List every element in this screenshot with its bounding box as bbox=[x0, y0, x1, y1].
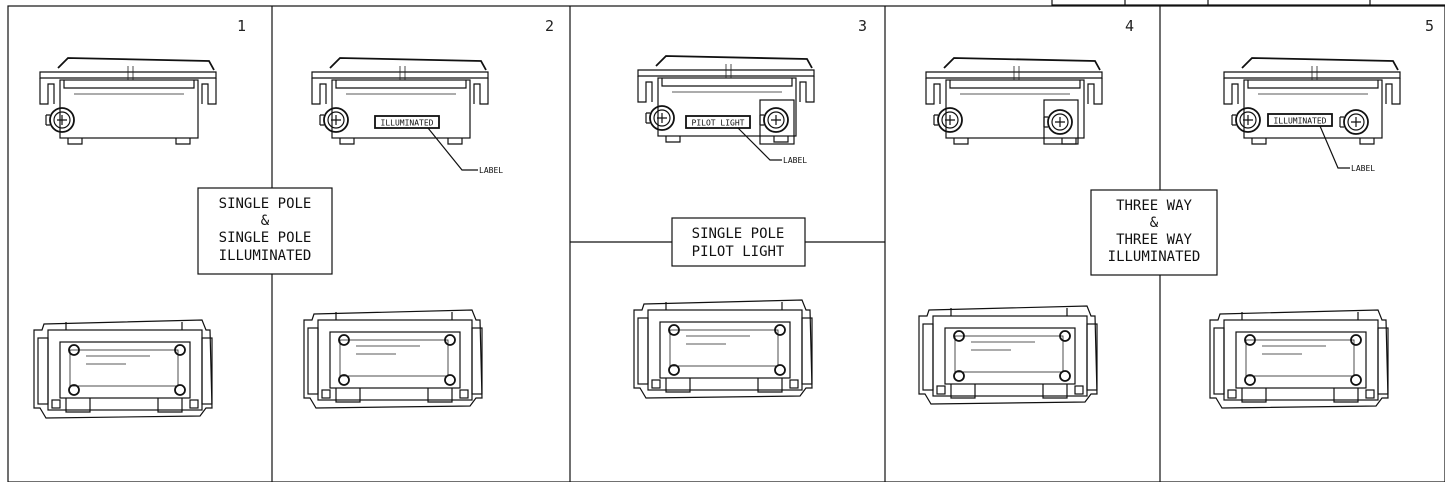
group-label-3-line-4: ILLUMINATED bbox=[1108, 249, 1201, 265]
panel-number-1: 1 bbox=[237, 17, 246, 35]
panel-2-label-callout: LABEL bbox=[479, 166, 503, 175]
panel-number-3: 3 bbox=[858, 17, 867, 35]
group-label-2-line-2: PILOT LIGHT bbox=[692, 244, 785, 260]
panel-5-label-callout: LABEL bbox=[1351, 164, 1375, 173]
panel-number-2: 2 bbox=[545, 17, 554, 35]
panel-5-front-view: ILLUMINATED LABEL bbox=[1223, 57, 1401, 173]
panel-number-4: 4 bbox=[1125, 17, 1134, 35]
panel-3-badge-text: PILOT LIGHT bbox=[692, 119, 745, 128]
panel-1-front-view bbox=[39, 57, 217, 145]
title-block-fragment bbox=[1051, 0, 1445, 6]
group-label-3-line-2: & bbox=[1150, 215, 1159, 231]
group-label-2-line-1: SINGLE POLE bbox=[692, 226, 785, 242]
panel-5-label-leader bbox=[1319, 125, 1350, 169]
panel-1-plan-view bbox=[33, 319, 213, 419]
panel-3-pilot-light-badge bbox=[685, 115, 751, 129]
panel-4-front-view bbox=[925, 57, 1103, 145]
panel-4-plan-view bbox=[918, 305, 1098, 405]
panel-3-front-view: PILOT LIGHT LABEL bbox=[637, 55, 815, 165]
group-label-3-line-1: THREE WAY bbox=[1116, 198, 1192, 214]
panel-2-illuminated-badge bbox=[374, 115, 440, 129]
panel-3-plan-view bbox=[633, 299, 813, 399]
group-label-3-line-3: THREE WAY bbox=[1116, 232, 1192, 248]
group-label-1-line-2: & bbox=[261, 213, 270, 229]
panel-3-label-callout: LABEL bbox=[783, 156, 807, 165]
panel-2-label-leader bbox=[427, 127, 478, 171]
group-label-1-line-1: SINGLE POLE bbox=[219, 196, 312, 212]
panel-3-pilot-housing bbox=[759, 99, 795, 145]
panel-2-badge-text: ILLUMINATED bbox=[381, 119, 434, 128]
group-label-single-pole: SINGLE POLE & SINGLE POLE ILLUMINATED bbox=[197, 187, 333, 275]
panel-5-illuminated-badge bbox=[1267, 113, 1333, 127]
panel-3-label-leader bbox=[737, 127, 782, 161]
group-label-pilot-light: SINGLE POLE PILOT LIGHT bbox=[671, 217, 806, 267]
panel-5-plan-view bbox=[1209, 309, 1389, 409]
group-label-1-line-4: ILLUMINATED bbox=[219, 248, 312, 264]
panel-5-badge-text: ILLUMINATED bbox=[1274, 117, 1327, 126]
panel-2-front-view: ILLUMINATED LABEL bbox=[311, 57, 503, 175]
panel-number-5: 5 bbox=[1425, 17, 1434, 35]
panel-2-plan-view bbox=[303, 309, 483, 409]
group-label-three-way: THREE WAY & THREE WAY ILLUMINATED bbox=[1090, 189, 1218, 276]
group-label-1-line-3: SINGLE POLE bbox=[219, 230, 312, 246]
